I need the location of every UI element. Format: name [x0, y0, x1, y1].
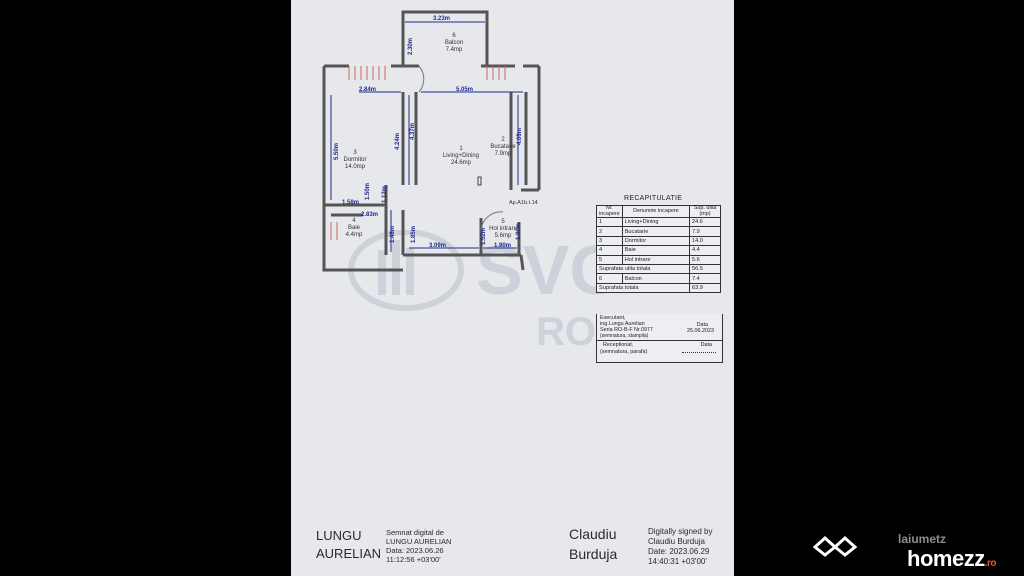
dim-label: 1.50m: [365, 182, 371, 200]
dim-label: 3.09m: [429, 243, 447, 249]
dim-label: 4.24m: [395, 132, 401, 150]
homezz-logo-icon: [813, 535, 858, 557]
dim-label: 3.23m: [433, 16, 451, 22]
dim-label: 4.37m: [410, 122, 416, 140]
executant-box: Executant, ing.Lungu Aurelian Seria RO-B…: [596, 314, 723, 363]
dim-label: 2.83m: [361, 212, 379, 218]
apartment-code: Ap.A1b.t.14: [509, 200, 538, 206]
dim-label: 4.06m: [517, 127, 523, 145]
homezz-logo: homezz.ro: [907, 546, 996, 571]
dim-label: 1.52m: [481, 227, 487, 245]
recap-title: RECAPITULATIE: [624, 195, 683, 202]
recap-table: Nr. incapere Denumire incapere Sup. util…: [596, 205, 721, 294]
dim-label: 5.50m: [334, 142, 340, 160]
document-page: SVG ROM: [291, 0, 734, 576]
dim-label: 1.58m: [342, 200, 360, 206]
dim-label: 1.85m: [411, 225, 417, 243]
dim-label: 2.30m: [408, 37, 414, 55]
dim-label: 1.80m: [516, 222, 522, 240]
laiumetz-watermark: laiumetz: [897, 532, 946, 546]
dim-label: 1.12m: [382, 185, 388, 203]
recap-header: Nr. incapere: [596, 205, 623, 218]
dim-label: 1.48m: [390, 225, 396, 243]
recap-header: Denumire incapere: [621, 205, 691, 218]
dim-label: 1.90m: [494, 243, 512, 249]
floor-plan: [322, 10, 541, 272]
recap-header: Sup. utila (mp): [689, 205, 721, 218]
dim-label: 5.05m: [456, 87, 474, 93]
dim-label: 2.84m: [359, 87, 377, 93]
